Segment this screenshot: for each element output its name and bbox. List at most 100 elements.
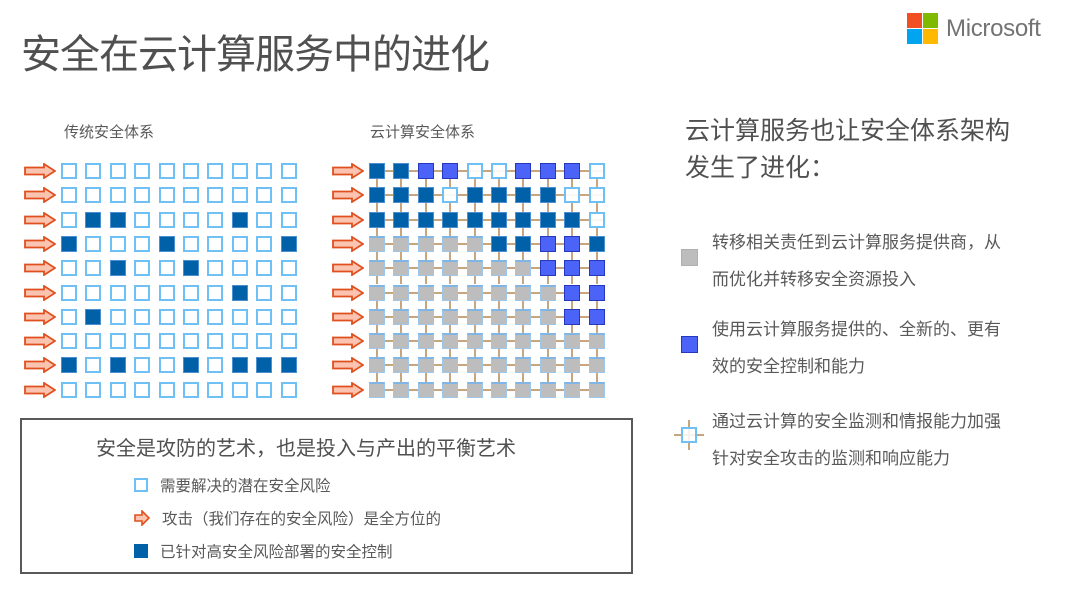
- provider-cell: [417, 333, 434, 350]
- grid-connector: [546, 227, 549, 236]
- risk-cell: [61, 381, 77, 398]
- risk-cell: [280, 284, 297, 301]
- microsoft-wordmark: Microsoft: [946, 14, 1041, 42]
- grid-connector: [498, 324, 500, 334]
- provider-cell: [466, 260, 483, 277]
- provider-cell: [466, 308, 483, 325]
- risk-cell: [207, 211, 224, 228]
- provider-cell: [417, 308, 434, 325]
- grid-connector: [473, 373, 476, 382]
- grid-connector: [546, 251, 549, 261]
- grid-connector: [522, 276, 525, 285]
- risk-cell: [280, 381, 297, 398]
- risk-cell: [280, 163, 297, 179]
- provider-cell: [417, 260, 434, 277]
- attack-arrow-icon: [332, 186, 365, 204]
- attack-arrow-icon: [24, 381, 57, 399]
- grid-connector: [376, 300, 378, 309]
- control-cell: [515, 187, 532, 204]
- attack-arrow-icon: [332, 283, 365, 302]
- cloud-control-cell: [588, 308, 605, 325]
- heading-line-1: 云计算服务也让安全体系架构: [685, 116, 1011, 145]
- grid-connector: [571, 324, 574, 334]
- control-cell: [466, 211, 483, 228]
- grid-connector: [376, 373, 378, 382]
- risk-cell: [231, 235, 248, 252]
- grid-connector: [473, 203, 476, 212]
- empty-square-icon: [134, 478, 148, 492]
- cloud-control-cell: [564, 260, 581, 277]
- risk-cell: [109, 308, 126, 325]
- grid-connector: [424, 324, 427, 334]
- grid-connector: [571, 276, 574, 285]
- risk-cell: [442, 187, 459, 204]
- risk-cell: [134, 333, 151, 350]
- grid-connector: [546, 324, 549, 334]
- cloud-control-cell: [564, 284, 581, 301]
- provider-cell: [491, 357, 507, 374]
- control-cell: [231, 357, 248, 374]
- risk-cell: [491, 163, 507, 179]
- attack-arrow-icon: [24, 356, 57, 375]
- control-cell: [109, 260, 126, 277]
- provider-cell: [417, 235, 434, 252]
- risk-cell: [85, 333, 102, 350]
- risk-cell: [256, 235, 273, 252]
- provider-cell: [466, 333, 483, 350]
- risk-cell: [109, 381, 126, 398]
- control-cell: [515, 211, 532, 228]
- attack-arrow-icon: [332, 162, 365, 180]
- control-cell: [393, 163, 410, 179]
- grid-connector: [498, 300, 500, 309]
- risk-cell: [134, 284, 151, 301]
- provider-cell: [369, 308, 385, 325]
- risk-cell: [85, 260, 102, 277]
- grid-connector: [571, 349, 574, 358]
- control-cell: [85, 211, 102, 228]
- provider-cell: [588, 381, 605, 398]
- risk-cell: [256, 381, 273, 398]
- provider-cell: [393, 235, 410, 252]
- risk-cell: [158, 284, 175, 301]
- risk-cell: [280, 260, 297, 277]
- grid-connector: [571, 251, 574, 261]
- provider-cell: [442, 357, 459, 374]
- grid-connector: [546, 179, 549, 188]
- grid-connector: [424, 203, 427, 212]
- provider-cell: [515, 308, 532, 325]
- provider-cell: [369, 235, 385, 252]
- grid-connector: [546, 373, 549, 382]
- control-cell: [256, 357, 273, 374]
- grid-connector: [449, 227, 452, 236]
- provider-cell: [442, 308, 459, 325]
- grid-connector: [546, 203, 549, 212]
- attack-arrow-icon: [24, 210, 57, 229]
- provider-cell: [539, 333, 556, 350]
- microsoft-logo: Microsoft: [907, 13, 1041, 44]
- risk-cell: [134, 187, 151, 204]
- grid-connector: [571, 203, 574, 212]
- control-cell: [369, 187, 385, 204]
- grid-connector: [571, 373, 574, 382]
- grid-connector: [571, 300, 574, 309]
- risk-cell: [183, 284, 199, 301]
- risk-cell: [61, 284, 77, 301]
- cloud-control-cell: [539, 235, 556, 252]
- provider-cell: [564, 333, 581, 350]
- provider-cell: [515, 284, 532, 301]
- risk-cell: [134, 381, 151, 398]
- grid-connector: [595, 324, 598, 334]
- summary-item-risk: 需要解决的潜在安全风险: [134, 475, 331, 495]
- control-cell: [280, 235, 297, 252]
- control-cell: [417, 211, 434, 228]
- microsoft-logo-icon: [907, 13, 938, 44]
- grid-connector: [498, 203, 500, 212]
- grid-connector: [400, 324, 403, 334]
- provider-cell: [393, 308, 410, 325]
- summary-item-text: 已针对高安全风险部署的安全控制: [160, 543, 393, 561]
- grid-connector: [369, 291, 605, 294]
- attack-arrow-icon: [24, 235, 57, 253]
- risk-cell: [256, 333, 273, 350]
- legend-text-line-1: 转移相关责任到云计算服务提供商，从: [712, 233, 1001, 253]
- risk-cell: [183, 187, 199, 204]
